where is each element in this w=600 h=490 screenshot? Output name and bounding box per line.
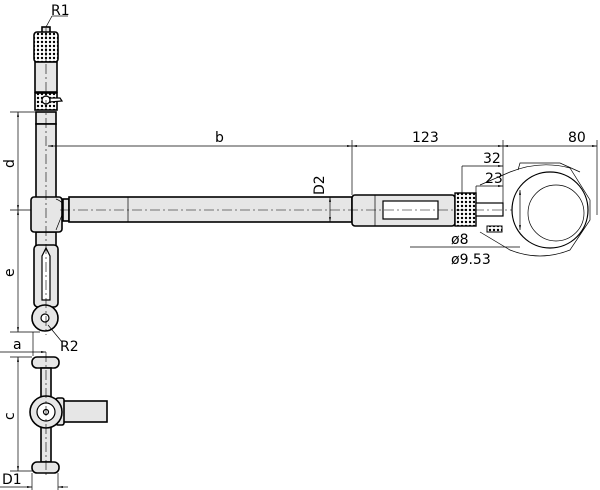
label-c: c	[2, 412, 18, 420]
label-32: 32	[483, 151, 501, 167]
label-e: e	[2, 268, 18, 277]
label-a: a	[13, 337, 22, 353]
micrometer-head	[30, 26, 65, 335]
label-r1: R1	[51, 3, 70, 19]
label-d: d	[2, 159, 18, 168]
label-b: b	[215, 130, 224, 146]
setting-ring	[479, 162, 591, 257]
label-80: 80	[568, 130, 586, 146]
label-r2: R2	[60, 339, 79, 355]
label-23: 23	[485, 171, 503, 187]
label-d2: D2	[312, 175, 328, 195]
extension-rod	[60, 192, 530, 233]
label-d1: D1	[2, 472, 22, 488]
label-dia-9-53: ø9.53	[451, 252, 491, 268]
bottom-view	[29, 352, 108, 478]
label-dia-8: ø8	[451, 232, 468, 248]
dimensions	[0, 15, 598, 490]
label-123: 123	[412, 130, 439, 146]
